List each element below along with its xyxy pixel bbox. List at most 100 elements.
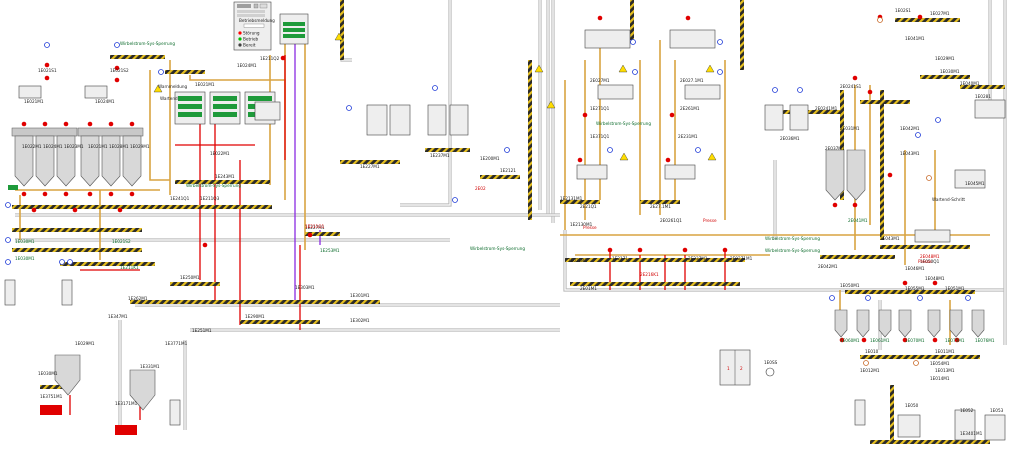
- mixer-2E022[interactable]: [669, 29, 716, 49]
- silo-1E022-2[interactable]: [101, 135, 121, 187]
- conveyor-1E024[interactable]: [12, 248, 142, 252]
- conveyor-2E036[interactable]: [640, 200, 680, 204]
- truck-1[interactable]: [40, 405, 62, 415]
- warning-icon-5[interactable]: [619, 152, 629, 161]
- motor-22[interactable]: [685, 15, 691, 21]
- valve-29[interactable]: [913, 360, 919, 366]
- conveyor-1E060[interactable]: [845, 290, 975, 294]
- valve-15[interactable]: [797, 87, 803, 93]
- motor-12[interactable]: [42, 191, 48, 197]
- motor-20[interactable]: [280, 55, 286, 61]
- press-2E027[interactable]: [576, 164, 608, 180]
- silo-box-6[interactable]: [789, 104, 809, 131]
- motor-15[interactable]: [108, 191, 114, 197]
- conveyor-1E050[interactable]: [880, 245, 970, 249]
- motor-25[interactable]: [577, 157, 583, 163]
- conveyor-v6[interactable]: [880, 90, 884, 240]
- valve-3[interactable]: [158, 69, 164, 75]
- silo-1E021-2[interactable]: [35, 135, 55, 187]
- motor-9[interactable]: [108, 121, 114, 127]
- valve-28[interactable]: [926, 175, 932, 181]
- valve-22[interactable]: [5, 237, 11, 243]
- valve-8[interactable]: [630, 39, 636, 45]
- pallet-unit-2[interactable]: [984, 414, 1006, 441]
- conveyor-1E013[interactable]: [960, 85, 1005, 89]
- motor-8[interactable]: [87, 121, 93, 127]
- motor-38[interactable]: [932, 337, 938, 343]
- valve-26[interactable]: [915, 132, 921, 138]
- conveyor-1E075[interactable]: [870, 440, 990, 444]
- motor-14[interactable]: [87, 191, 93, 197]
- conveyor-v7[interactable]: [890, 385, 894, 440]
- bagger-left-1[interactable]: [4, 279, 16, 306]
- silo-1E061-7[interactable]: [971, 309, 985, 338]
- motor-24[interactable]: [669, 112, 675, 118]
- conveyor-1E021[interactable]: [110, 55, 165, 59]
- conveyor-2E030[interactable]: [570, 282, 740, 286]
- conveyor-1E012[interactable]: [920, 75, 970, 79]
- bagger-left-3[interactable]: [169, 399, 181, 426]
- conveyor-1E022[interactable]: [12, 205, 272, 209]
- conveyor-1E2131[interactable]: [480, 175, 520, 179]
- motor-45[interactable]: [202, 242, 208, 248]
- conveyor-2E027[interactable]: [565, 258, 745, 262]
- motor-42[interactable]: [917, 14, 923, 20]
- silo-1E061-2[interactable]: [856, 309, 870, 338]
- valve-9[interactable]: [717, 39, 723, 45]
- warning-icon-8[interactable]: [705, 64, 715, 73]
- motor-36[interactable]: [861, 337, 867, 343]
- silo-1E061-6[interactable]: [949, 309, 963, 338]
- conveyor-2E043[interactable]: [820, 255, 895, 259]
- motor-7[interactable]: [63, 121, 69, 127]
- warning-icon-7[interactable]: [618, 64, 628, 73]
- motor-32[interactable]: [867, 89, 873, 95]
- conveyor-1E243[interactable]: [175, 180, 270, 184]
- motor-46[interactable]: [307, 232, 313, 238]
- conveyor-1E070[interactable]: [860, 355, 980, 359]
- conveyor-v5[interactable]: [840, 90, 844, 200]
- bin-panel-4[interactable]: [254, 101, 281, 121]
- motor-35[interactable]: [839, 337, 845, 343]
- motor-5[interactable]: [21, 121, 27, 127]
- scale-1E021[interactable]: [18, 85, 42, 99]
- valve-24[interactable]: [5, 259, 11, 265]
- motor-21[interactable]: [597, 15, 603, 21]
- valve-23[interactable]: [59, 259, 65, 265]
- motor-17[interactable]: [31, 207, 37, 213]
- silo-1E061-5[interactable]: [927, 309, 941, 338]
- valve-13[interactable]: [695, 147, 701, 153]
- conveyor-1E227[interactable]: [305, 232, 340, 236]
- conveyor-1E250[interactable]: [170, 282, 220, 286]
- valve-4[interactable]: [346, 105, 352, 111]
- valve-14[interactable]: [772, 87, 778, 93]
- press-2E028[interactable]: [664, 164, 696, 180]
- silo-1E061-1[interactable]: [834, 309, 848, 338]
- motor-34[interactable]: [852, 202, 858, 208]
- motor-40[interactable]: [902, 280, 908, 286]
- warning-icon-4[interactable]: [546, 100, 556, 109]
- loading-silo-2[interactable]: [129, 369, 156, 411]
- warning-icon-6[interactable]: [707, 152, 717, 161]
- motor-2[interactable]: [44, 75, 50, 81]
- valve-25[interactable]: [67, 259, 73, 265]
- valve-16[interactable]: [935, 117, 941, 123]
- valve-17[interactable]: [829, 295, 835, 301]
- conveyor-1E262[interactable]: [130, 300, 380, 304]
- pallet-unit-1[interactable]: [954, 409, 976, 441]
- silo-box-2[interactable]: [389, 104, 411, 136]
- valve-18[interactable]: [865, 295, 871, 301]
- mixer-2E023[interactable]: [597, 84, 634, 100]
- valve-19[interactable]: [917, 295, 923, 301]
- conveyor-2E042[interactable]: [860, 100, 910, 104]
- valve-12[interactable]: [607, 147, 613, 153]
- conveyor-1E290[interactable]: [240, 320, 320, 324]
- conveyor-1E237[interactable]: [425, 148, 470, 152]
- valve-1[interactable]: [44, 42, 50, 48]
- motor-27[interactable]: [607, 247, 613, 253]
- valve-27[interactable]: [877, 17, 883, 23]
- motor-19[interactable]: [117, 207, 123, 213]
- bagger-left-2[interactable]: [61, 279, 73, 306]
- motor-41[interactable]: [932, 280, 938, 286]
- truck-2[interactable]: [115, 425, 137, 435]
- packer-unit[interactable]: [954, 169, 986, 189]
